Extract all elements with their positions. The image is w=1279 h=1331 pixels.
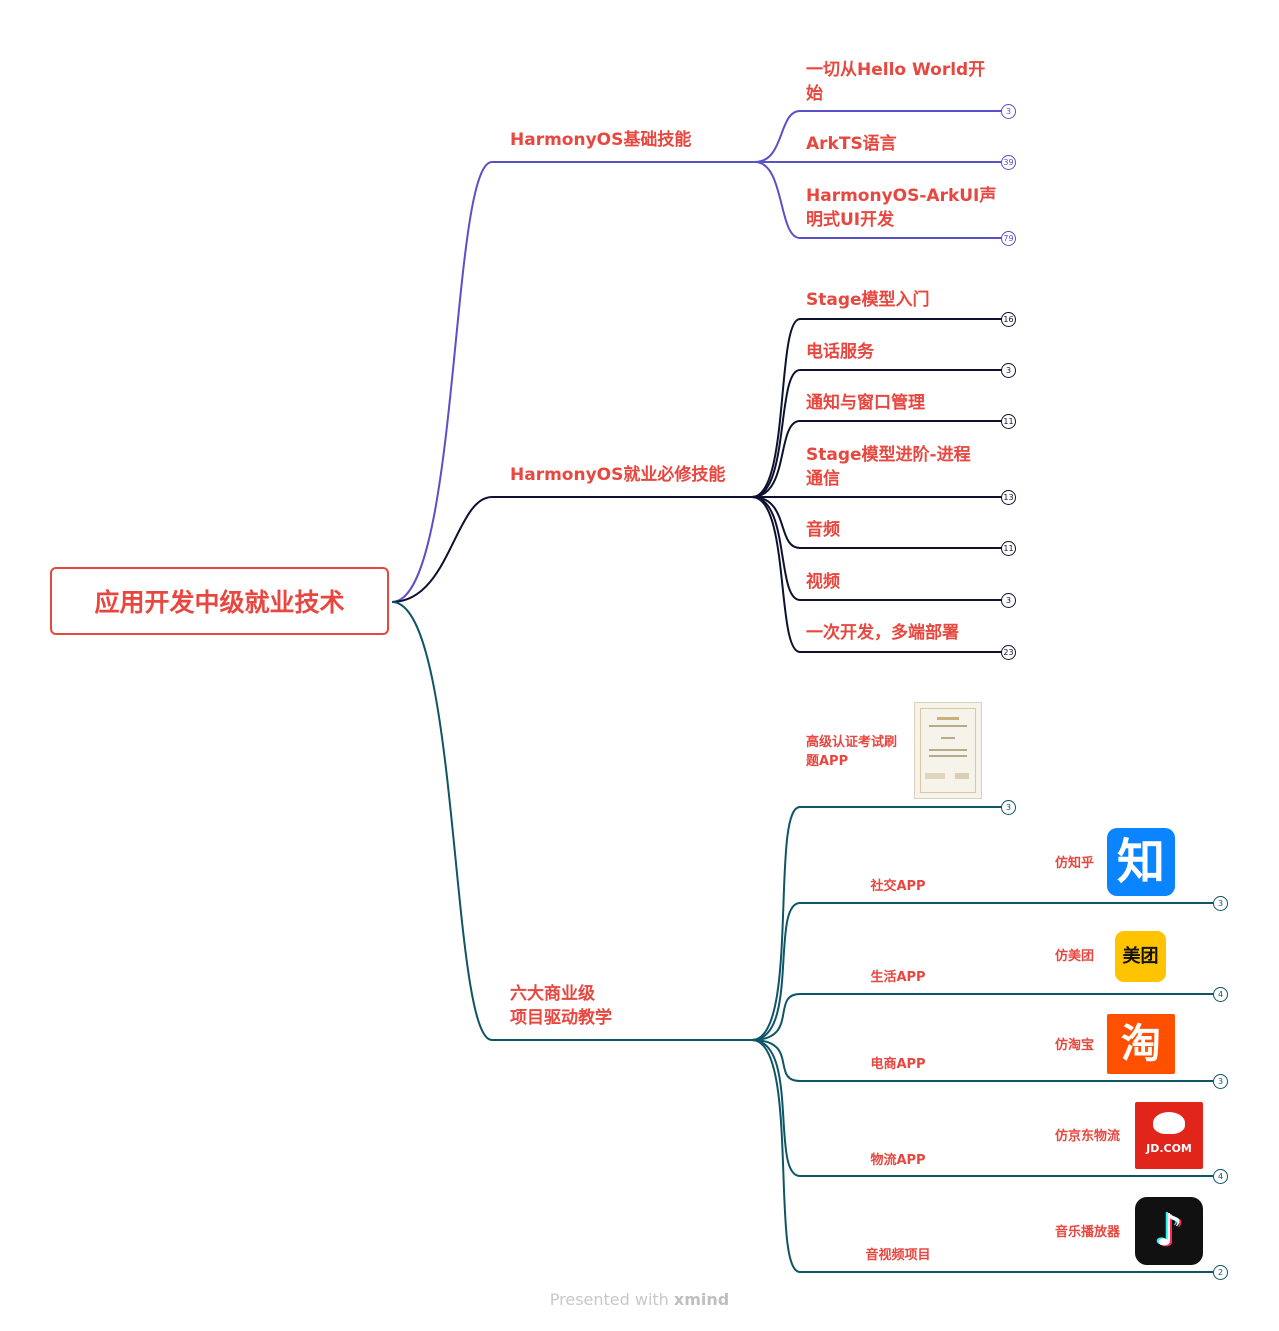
taobao-icon: 淘 — [1107, 1014, 1175, 1074]
zhihu-glyph: 知 — [1116, 834, 1165, 890]
topic-count-badge[interactable]: 3 — [1213, 1074, 1228, 1089]
topic-count-badge[interactable]: 39 — [1001, 155, 1016, 170]
topic-audio-video-project[interactable]: 音视频项目 — [865, 1248, 931, 1263]
jd-dog-shape — [1153, 1112, 1185, 1134]
certificate-image — [914, 702, 982, 799]
link-root-b1 — [391, 161, 493, 603]
topic-stage-advanced[interactable]: Stage模型进阶-进程 通信 — [806, 445, 971, 489]
topic-arkui[interactable]: HarmonyOS-ArkUI声 明式UI开发 — [806, 186, 997, 230]
topic-logistics-app[interactable]: 物流APP — [870, 1153, 926, 1168]
topic-multi-device[interactable]: 一次开发，多端部署 — [806, 623, 959, 643]
topic-arkts[interactable]: ArkTS语言 — [806, 134, 897, 154]
topic-notification-window[interactable]: 通知与窗口管理 — [806, 393, 925, 413]
branch-employment-skills[interactable]: HarmonyOS就业必修技能 — [510, 465, 726, 485]
topic-telephony[interactable]: 电话服务 — [806, 342, 874, 362]
jd-wordmark: JD.COM — [1146, 1142, 1192, 1155]
jd-icon: JD.COM — [1135, 1102, 1203, 1169]
topic-count-badge[interactable]: 3 — [1001, 593, 1016, 608]
topic-jd-logistics-clone[interactable]: 仿京东物流 — [1055, 1129, 1121, 1144]
root-topic-label: 应用开发中级就业技术 — [94, 588, 345, 617]
branch-basic-skills[interactable]: HarmonyOS基础技能 — [510, 130, 692, 150]
footer-prefix: Presented with — [549, 1290, 674, 1309]
link-root-b3 — [391, 601, 493, 1041]
root-topic[interactable]: 应用开发中级就业技术 — [50, 567, 389, 635]
topic-audio[interactable]: 音频 — [806, 520, 840, 540]
topic-count-badge[interactable]: 4 — [1213, 987, 1228, 1002]
topic-count-badge[interactable]: 16 — [1001, 312, 1016, 327]
topic-count-badge[interactable]: 3 — [1213, 896, 1228, 911]
meituan-icon: 美团 — [1115, 931, 1166, 982]
topic-count-badge[interactable]: 11 — [1001, 541, 1016, 556]
topic-meituan-clone[interactable]: 仿美团 — [1055, 949, 1095, 964]
topic-ecommerce-app[interactable]: 电商APP — [870, 1057, 926, 1072]
tiktok-glyph: ♪ — [1154, 1205, 1184, 1256]
branch-commercial-projects[interactable]: 六大商业级 项目驱动教学 — [510, 984, 612, 1028]
topic-count-badge[interactable]: 11 — [1001, 414, 1016, 429]
topic-social-app[interactable]: 社交APP — [870, 879, 926, 894]
topic-count-badge[interactable]: 79 — [1001, 231, 1016, 246]
topic-count-badge[interactable]: 4 — [1213, 1169, 1228, 1184]
meituan-glyph: 美团 — [1122, 946, 1159, 967]
topic-count-badge[interactable]: 23 — [1001, 645, 1016, 660]
topic-stage-intro[interactable]: Stage模型入门 — [806, 290, 930, 310]
taobao-glyph: 淘 — [1121, 1021, 1161, 1067]
topic-cert-exam-app[interactable]: 高级认证考试刷 题APP — [806, 735, 898, 769]
topic-video[interactable]: 视频 — [806, 572, 840, 592]
topic-music-player[interactable]: 音乐播放器 — [1055, 1225, 1121, 1240]
topic-count-badge[interactable]: 3 — [1001, 800, 1016, 815]
xmind-footer: Presented with xmind — [0, 1290, 1279, 1309]
topic-count-badge[interactable]: 3 — [1001, 104, 1016, 119]
topic-count-badge[interactable]: 13 — [1001, 490, 1016, 505]
topic-life-app[interactable]: 生活APP — [870, 970, 926, 985]
topic-taobao-clone[interactable]: 仿淘宝 — [1055, 1038, 1095, 1053]
link-root-b2 — [391, 496, 493, 603]
topic-count-badge[interactable]: 3 — [1001, 363, 1016, 378]
zhihu-icon: 知 — [1107, 828, 1175, 896]
topic-hello-world[interactable]: 一切从Hello World开 始 — [806, 60, 986, 104]
footer-brand: xmind — [673, 1290, 730, 1309]
tiktok-icon: ♪ — [1135, 1197, 1203, 1265]
topic-zhihu-clone[interactable]: 仿知乎 — [1055, 856, 1095, 871]
topic-count-badge[interactable]: 2 — [1213, 1265, 1228, 1280]
